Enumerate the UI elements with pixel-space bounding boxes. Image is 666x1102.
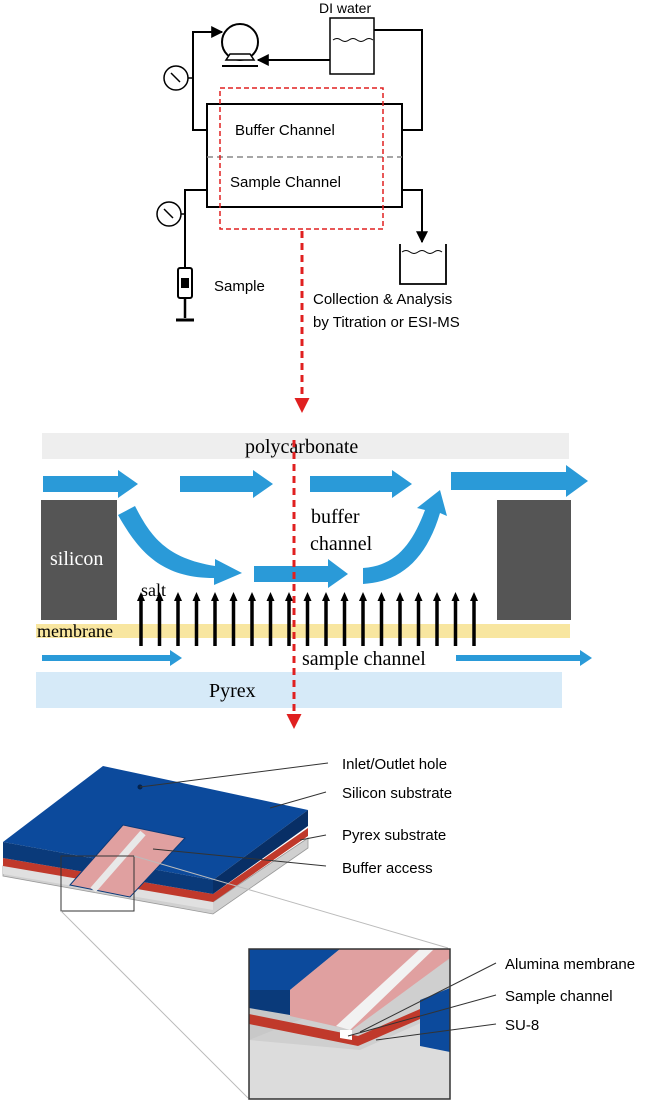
pyrex-layer (36, 672, 562, 708)
zoom-region-box (219, 87, 384, 230)
pyrex-substrate-label: Pyrex substrate (342, 827, 446, 844)
syringe-icon (176, 267, 194, 322)
inset-pyrex-face (249, 1010, 450, 1099)
su8-label: SU-8 (505, 1017, 539, 1034)
pressure-gauge-icon (163, 65, 193, 91)
salt-arrow-head (377, 592, 386, 601)
silicon-block-left (41, 500, 117, 620)
salt-arrow-head (174, 592, 182, 601)
inset-sample-channel (340, 1030, 352, 1040)
sample-channel-label-3d: Sample channel (505, 988, 613, 1005)
collection-label-line1: Collection & Analysis (313, 291, 452, 308)
sample-label: Sample (214, 278, 265, 295)
zoom-inset: Alumina membrane Sample channel SU-8 (248, 948, 635, 1100)
salt-arrow-head (340, 592, 349, 601)
pump-icon (221, 23, 259, 67)
su8-layer (3, 828, 308, 902)
silicon-substrate-top (3, 766, 308, 880)
pressure-gauge-icon (156, 201, 185, 227)
leader-line (347, 994, 497, 1037)
salt-arrow-head (396, 592, 404, 601)
zoom-source-box (60, 855, 135, 912)
silicon-substrate-label: Silicon substrate (342, 785, 452, 802)
salt-arrow-head (303, 592, 312, 601)
salt-arrow-head (137, 592, 145, 601)
leader-line (152, 848, 327, 867)
salt-arrow-head (229, 592, 238, 601)
buffer-channel-label-line2: channel (310, 533, 373, 555)
sample-flow-arrows (42, 650, 592, 666)
salt-transport-arrows (137, 592, 478, 646)
salt-arrow-head (433, 592, 441, 601)
polycarbonate-layer (42, 433, 569, 459)
pyrex-label: Pyrex (209, 680, 256, 702)
leader-line (139, 762, 329, 788)
pump-to-chip-line (192, 26, 224, 131)
buffer-access-label: Buffer access (342, 860, 433, 877)
salt-arrow-head (211, 592, 219, 601)
silicon-block-right (497, 500, 571, 620)
inset-frame (248, 948, 451, 1100)
collection-liquid-surface (401, 250, 443, 254)
membrane-label: membrane (37, 621, 113, 641)
flow-arrow (363, 490, 447, 584)
alumina-membrane-label: Alumina membrane (505, 956, 635, 973)
flow-arrow (42, 650, 182, 666)
leader-line (299, 834, 327, 841)
sample-outlet-line (402, 189, 428, 244)
zoom-connector (60, 910, 249, 1099)
inset-alumina-membrane (336, 949, 434, 1030)
salt-arrow-head (414, 592, 423, 601)
chip-outline (206, 103, 403, 208)
buffer-channel-label-line1: buffer (311, 506, 360, 528)
flow-arrow (43, 470, 138, 498)
salt-arrow-head (248, 592, 256, 601)
leader-line (359, 962, 497, 1033)
salt-arrow-head (155, 592, 164, 601)
salt-label: salt (141, 580, 166, 600)
flow-arrow (451, 465, 588, 497)
salt-arrow-head (322, 592, 330, 601)
salt-arrow-head (451, 592, 460, 601)
buffer-flow-arrows (43, 465, 588, 588)
salt-arrow-head (359, 592, 367, 601)
inset-su8 (249, 996, 450, 1046)
setup-schematic: Buffer Channel Sample Channel DI water (156, 0, 460, 413)
flow-arrow (254, 559, 348, 588)
flow-arrow (310, 470, 412, 498)
buffer-return-line (374, 29, 423, 131)
flow-arrow (118, 506, 242, 585)
buffer-channel-label: Buffer Channel (235, 122, 335, 139)
flow-arrow (456, 650, 592, 666)
di-water-label: DI water (319, 0, 371, 16)
collection-vial (399, 244, 447, 285)
salt-arrow-head (192, 592, 201, 601)
sample-channel-stripe (90, 830, 146, 893)
membrane-layer (36, 624, 570, 638)
salt-arrow-head (285, 592, 293, 601)
silicon-label: silicon (50, 548, 103, 570)
di-water-surface (332, 38, 374, 42)
inset-silicon-left (249, 949, 340, 990)
sample-channel-label: sample channel (302, 648, 426, 670)
polycarbonate-label: polycarbonate (245, 436, 358, 458)
leader-line (375, 1023, 497, 1041)
silicon-substrate-right (213, 810, 308, 894)
zoom-connector (133, 855, 449, 949)
flow-arrow (180, 470, 273, 498)
collection-label-line2: by Titration or ESI-MS (313, 314, 460, 331)
inlet-outlet-label: Inlet/Outlet hole (342, 756, 447, 773)
sample-inlet-line (184, 189, 207, 268)
di-water-reservoir (329, 17, 375, 75)
inset-silicon-left-face (249, 990, 290, 1015)
salt-arrow-head (470, 592, 478, 601)
cross-section-diagram: polycarbonate Pyrex membrane silicon buf… (36, 433, 592, 729)
sample-channel-label: Sample Channel (230, 174, 341, 191)
inset-silicon-right (420, 988, 450, 1052)
chip-3d-view: Inlet/Outlet hole Silicon substrate Pyre… (2, 756, 452, 1099)
salt-arrow-head (266, 592, 275, 601)
leader-line (269, 791, 327, 809)
